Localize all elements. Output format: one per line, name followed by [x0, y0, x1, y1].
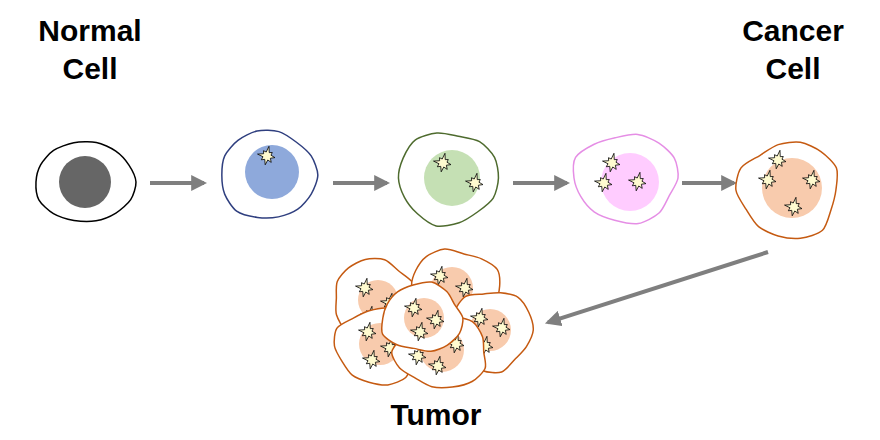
- cell-label: Tumor: [390, 396, 481, 434]
- cell: [736, 142, 838, 238]
- cell: [382, 282, 463, 351]
- nucleus: [762, 158, 822, 218]
- cell-node: Normal Cell: [21, 12, 159, 224]
- mutation-mark: [429, 356, 446, 375]
- nucleus: [59, 156, 111, 208]
- mutation-mark: [769, 150, 786, 169]
- cell-membrane: [36, 142, 136, 222]
- mutation-mark: [258, 146, 275, 165]
- mutation-mark: [405, 298, 422, 317]
- mutation-mark: [363, 350, 380, 369]
- progression-arrow: [150, 181, 204, 185]
- mutation-mark: [427, 310, 444, 329]
- cell-membrane: [382, 282, 463, 351]
- cell: [398, 133, 498, 226]
- cell-membrane: [222, 130, 318, 218]
- cell: [222, 130, 318, 218]
- progression-arrow: [548, 252, 768, 322]
- mutation-mark: [359, 322, 376, 341]
- progression-arrow: [513, 181, 567, 185]
- cell-membrane: [736, 142, 838, 238]
- mutation-mark: [356, 278, 373, 297]
- cell-label: Normal Cell: [21, 12, 159, 88]
- cell-membrane: [398, 133, 498, 226]
- mutation-mark: [466, 173, 483, 192]
- progression-arrows: [150, 183, 734, 184]
- cell: [573, 134, 678, 223]
- mutation-mark: [456, 278, 473, 297]
- cell-drawing: [724, 12, 862, 248]
- mutation-mark: [434, 153, 451, 172]
- cell-node: Cancer Cell: [724, 12, 862, 248]
- mutation-mark: [493, 318, 510, 337]
- mutation-mark: [803, 170, 820, 189]
- progression-arrow: [682, 181, 734, 185]
- cell: [36, 142, 136, 222]
- cell-label: Cancer Cell: [724, 12, 862, 88]
- mutation-mark: [595, 173, 612, 192]
- mutation-mark: [759, 170, 776, 189]
- intermediate-cells: [222, 130, 678, 226]
- cell-membrane: [573, 134, 678, 223]
- mutation-mark: [603, 153, 620, 172]
- nucleus: [424, 150, 480, 206]
- cell-node: Tumor: [330, 248, 542, 434]
- nucleus: [245, 145, 299, 199]
- mutation-mark: [629, 172, 646, 191]
- mutation-mark: [785, 197, 802, 216]
- nucleus: [601, 153, 659, 211]
- mutation-mark: [411, 322, 428, 341]
- progression-arrow: [333, 181, 387, 185]
